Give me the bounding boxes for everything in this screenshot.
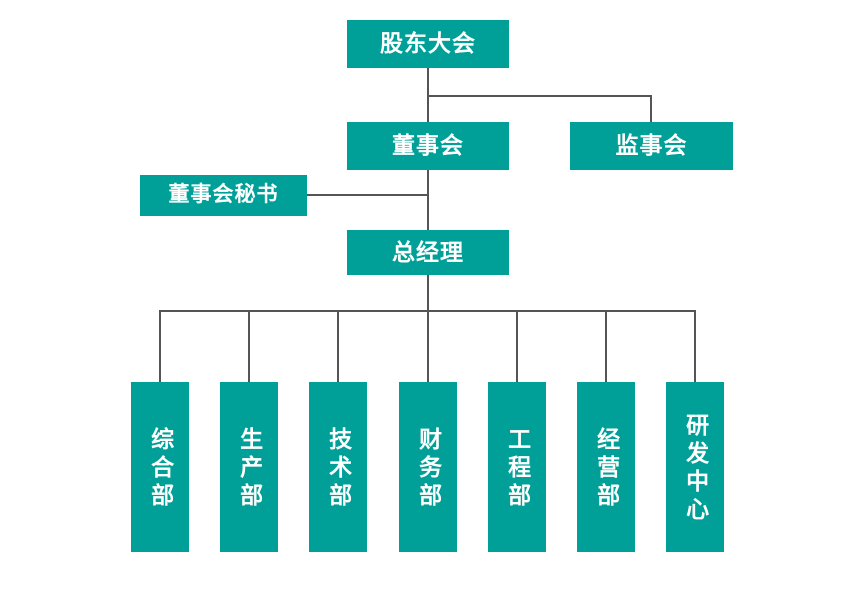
node-label: 工程部 xyxy=(504,427,531,511)
connector-department-drop xyxy=(159,310,161,382)
node-label: 财务部 xyxy=(415,427,442,511)
node-general-manager[interactable]: 总经理 xyxy=(347,230,509,275)
connector-department-drop xyxy=(248,310,250,382)
node-board-secretary[interactable]: 董事会秘书 xyxy=(140,175,307,216)
node-label: 监事会 xyxy=(615,132,688,159)
node-department-technology[interactable]: 技术部 xyxy=(309,382,367,552)
node-department-general-affairs[interactable]: 综合部 xyxy=(131,382,189,552)
node-department-rnd-center[interactable]: 研发中心 xyxy=(666,382,724,552)
node-label: 总经理 xyxy=(392,238,464,265)
connector-department-drop xyxy=(605,310,607,382)
node-department-finance[interactable]: 财务部 xyxy=(399,382,457,552)
node-label: 生产部 xyxy=(236,427,263,511)
node-label: 研发中心 xyxy=(682,413,709,525)
node-department-operations[interactable]: 经营部 xyxy=(577,382,635,552)
node-department-engineering[interactable]: 工程部 xyxy=(488,382,546,552)
connector-gm-down xyxy=(427,275,429,311)
node-label: 经营部 xyxy=(593,427,620,511)
connector-department-drop xyxy=(694,310,696,382)
node-shareholders-meeting[interactable]: 股东大会 xyxy=(347,20,509,68)
connector-directors-down xyxy=(427,95,429,122)
node-board-of-supervisors[interactable]: 监事会 xyxy=(570,122,733,170)
connector-level2-bus xyxy=(427,95,652,97)
node-label: 董事会 xyxy=(392,132,464,159)
connector-directors-to-gm xyxy=(427,170,429,230)
node-label: 技术部 xyxy=(325,427,352,511)
connector-department-drop xyxy=(337,310,339,382)
node-label: 综合部 xyxy=(147,427,174,511)
node-board-of-directors[interactable]: 董事会 xyxy=(347,122,509,170)
connector-department-drop xyxy=(427,310,429,382)
connector-shareholders-down xyxy=(427,68,429,96)
connector-supervisors-down xyxy=(650,95,652,122)
node-label: 股东大会 xyxy=(380,30,476,57)
node-department-production[interactable]: 生产部 xyxy=(220,382,278,552)
connector-secretary xyxy=(307,194,428,196)
node-label: 董事会秘书 xyxy=(168,183,279,207)
connector-department-drop xyxy=(516,310,518,382)
